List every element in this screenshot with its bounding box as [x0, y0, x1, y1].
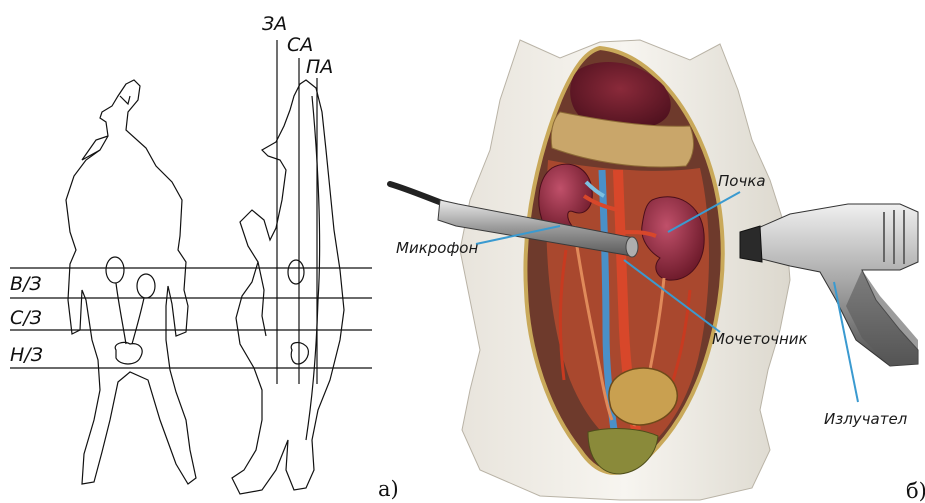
side-kidney-outline	[288, 260, 304, 284]
axis-label-pa: ПА	[306, 56, 333, 78]
panel-a-caption: а)	[378, 477, 399, 501]
kidney-left-outline	[106, 257, 124, 283]
panel-a	[10, 40, 372, 494]
ureter-left-outline	[116, 283, 126, 344]
microphone-tip	[626, 237, 638, 257]
bladder-outline	[115, 342, 142, 364]
dog-side-leg-line	[258, 262, 266, 336]
side-bladder-outline	[291, 343, 308, 364]
zone-label-middle: С/З	[10, 307, 42, 329]
emitter-grip-shadow	[846, 270, 918, 366]
label-kidney: Почка	[718, 172, 766, 190]
label-microphone: Микрофон	[396, 239, 478, 257]
panel-b	[460, 40, 790, 500]
zone-label-upper: В/З	[10, 273, 42, 295]
panel-b-caption: б)	[906, 479, 925, 503]
label-emitter: Излучател	[824, 410, 908, 428]
emitter-nozzle	[740, 226, 762, 262]
kidney-right-outline	[137, 274, 155, 298]
axis-label-sa: СА	[287, 34, 313, 56]
zone-label-lower: Н/З	[10, 344, 43, 366]
axis-label-za: ЗА	[262, 13, 287, 35]
dog-front-snout	[120, 96, 130, 104]
dog-front-ear	[82, 136, 108, 160]
label-ureter: Мочеточник	[712, 330, 808, 348]
dog-front-silhouette	[66, 80, 196, 484]
ureter-right-outline	[132, 298, 144, 344]
dog-side-silhouette	[232, 80, 344, 494]
